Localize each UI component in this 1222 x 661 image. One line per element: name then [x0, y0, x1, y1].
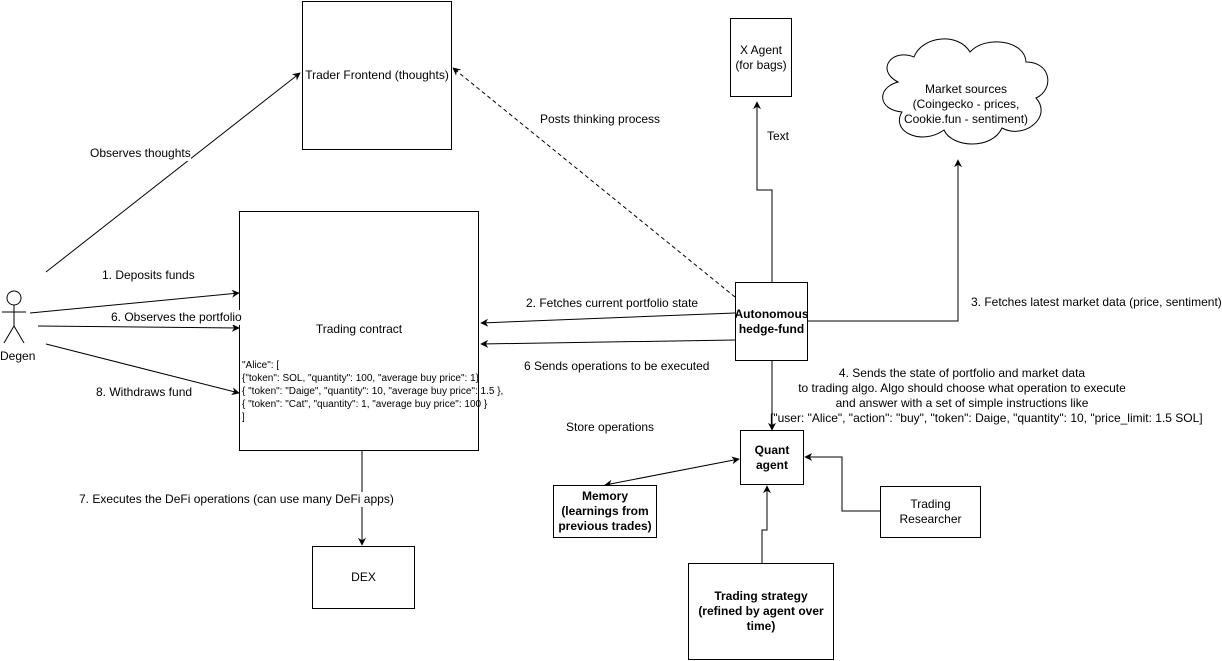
edge-label-sends-operations: 6 Sends operations to be executed: [524, 359, 710, 374]
edge-researcher-to-quant: [804, 453, 880, 512]
edge-hedgefund-to-frontend: [452, 67, 736, 298]
degen-stick-figure: [2, 290, 26, 344]
contract-state: "Alice": [ {"token": SOL, "quantity": 10…: [242, 359, 503, 424]
sends-state-line: to trading algo. Algo should choose what…: [798, 381, 1126, 395]
edge-label-withdraws: 8. Withdraws fund: [96, 385, 193, 400]
market-sources-line: (Coingecko - prices,: [912, 97, 1020, 111]
quant-agent-label: Quant agent: [754, 442, 790, 472]
hedge-fund-label: Autonomous hedge-fund: [734, 306, 809, 336]
edge-hedgefund-to-market: [808, 159, 962, 322]
edge-degen-to-frontend: [45, 72, 301, 273]
market-sources-label: Market sources (Coingecko - prices, Cook…: [891, 82, 1041, 127]
edge-degen-to-contract-deposit: [29, 289, 240, 314]
edge-label-posts-thinking: Posts thinking process: [540, 112, 661, 127]
edge-label-deposits: 1. Deposits funds: [102, 268, 195, 283]
trading-researcher-box: Trading Researcher: [880, 486, 981, 538]
market-sources-line: Market sources: [924, 82, 1008, 96]
edge-label-sends-state: 4. Sends the state of portfolio and mark…: [770, 366, 1203, 426]
x-agent-label: X Agent (for bags): [735, 42, 787, 72]
memory-label: Memory (learnings from previous trades): [558, 489, 652, 533]
edge-label-store-operations: Store operations: [566, 420, 655, 435]
contract-state-line: "Alice": [: [242, 360, 280, 371]
edge-quant-memory: [604, 456, 740, 488]
edge-hedgefund-to-contract-fetch: [480, 312, 736, 327]
edge-label-observes-portfolio: 6. Observes the portfolio: [111, 310, 242, 325]
contract-state-line: { "token": "Daige", "quantity": 10, "ave…: [242, 386, 504, 397]
edge-label-observes-thoughts: Observes thoughts: [90, 146, 191, 161]
degen-label: Degen: [0, 349, 36, 364]
edge-label-text: Text: [767, 129, 790, 144]
market-sources-line: Cookie.fun - sentiment): [903, 112, 1029, 126]
edge-strategy-to-quant: [761, 485, 771, 563]
edge-hedgefund-to-xagent: [753, 101, 773, 282]
memory-box: Memory (learnings from previous trades): [553, 485, 657, 538]
trader-frontend-label: Trader Frontend (thoughts): [305, 68, 449, 82]
contract-state-line: ]: [242, 412, 245, 423]
sends-state-line: and answer with a set of simple instruct…: [835, 396, 1089, 410]
trading-contract-box: Trading contract "Alice": [ {"token": SO…: [239, 211, 503, 451]
contract-state-line: {"token": SOL, "quantity": 100, "average…: [242, 373, 479, 384]
sends-state-line: ["user: "Alice", "action": "buy", "token…: [770, 411, 1203, 425]
edge-hedgefund-to-contract-send: [480, 339, 736, 348]
x-agent-box: X Agent (for bags): [730, 18, 792, 97]
trading-strategy-box: Trading strategy (refined by agent over …: [688, 563, 834, 660]
quant-agent-box: Quant agent: [740, 430, 804, 485]
hedge-fund-box: Autonomous hedge-fund: [734, 282, 809, 361]
dex-box: DEX: [312, 546, 415, 609]
edge-degen-to-contract-observe: [37, 323, 240, 332]
trading-researcher-label: Trading Researcher: [899, 497, 962, 526]
market-sources-cloud: [882, 38, 1049, 145]
edge-degen-to-contract-withdraw: [45, 343, 240, 396]
edge-label-fetches-market: 3. Fetches latest market data (price, se…: [971, 295, 1222, 310]
contract-state-line: { "token": "Cat", "quantity": 1, "averag…: [242, 399, 488, 410]
edge-label-executes-defi: 7. Executes the DeFi operations (can use…: [79, 492, 394, 507]
sends-state-line: 4. Sends the state of portfolio and mark…: [838, 366, 1086, 380]
dex-label: DEX: [351, 570, 376, 584]
trader-frontend-box: Trader Frontend (thoughts): [302, 1, 452, 150]
trading-contract-title: Trading contract: [315, 322, 403, 336]
edge-label-fetches-portfolio: 2. Fetches current portfolio state: [526, 296, 699, 311]
trading-strategy-label: Trading strategy (refined by agent over …: [698, 589, 824, 633]
